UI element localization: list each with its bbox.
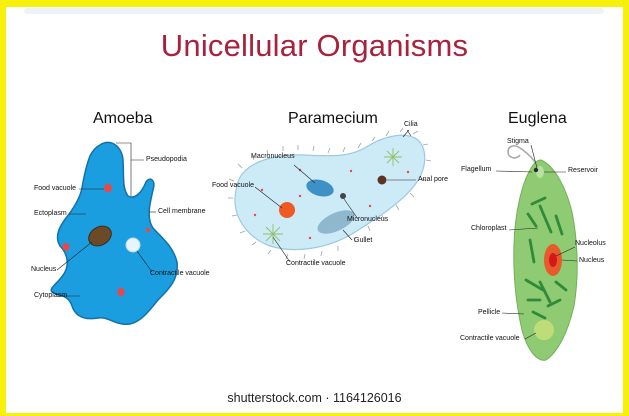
amoeba-food-vacuole [118, 288, 125, 297]
label-cilia: Cilia [404, 121, 418, 128]
label-nucleolus: Nucleolus [575, 240, 606, 247]
label-ectoplasm: Ectoplasm [34, 210, 67, 217]
label-euglena-nucleus: Nucleus [579, 257, 604, 264]
amoeba-illustration [51, 142, 177, 324]
euglena-stigma [534, 168, 538, 172]
label-anal-pore: Anal pore [418, 176, 448, 183]
label-flagellum: Flagellum [461, 166, 491, 173]
paramecium-name: Paramecium [288, 110, 378, 128]
amoeba-contractile-vacuole [126, 238, 140, 252]
amoeba-food-vacuole [63, 243, 70, 251]
label-amoeba-contractile-vacuole: Contractile vacuole [150, 270, 210, 277]
euglena-nucleolus [549, 253, 557, 267]
paramecium-food-vacuole [279, 202, 295, 218]
amoeba-food-vacuole [146, 228, 150, 233]
label-cell-membrane: Cell membrane [158, 208, 205, 215]
label-chloroplast: Chloroplast [471, 225, 506, 232]
label-micronucleus: Micronucleus [347, 216, 388, 223]
label-amoeba-nucleus: Nucleus [31, 266, 56, 273]
amoeba-name: Amoeba [93, 110, 153, 128]
watermark-caption: shutterstock.com · 1164126016 [0, 391, 629, 405]
label-amoeba-food-vacuole: Food vacuole [34, 185, 76, 192]
amoeba-food-vacuole [104, 184, 112, 193]
label-euglena-contractile-vacuole: Contractile vacuole [460, 335, 520, 342]
paramecium-anal-pore [378, 176, 387, 185]
label-macronucleus: Macronucleus [251, 153, 295, 160]
paramecium-micronucleus [340, 193, 346, 199]
label-stigma: Stigma [507, 138, 529, 145]
paramecium-illustration [228, 128, 431, 262]
label-pseudopodia: Pseudopodia [146, 156, 187, 163]
label-reservoir: Reservoir [568, 167, 598, 174]
label-pellicle: Pellicle [478, 309, 500, 316]
label-paramecium-contractile-vacuole: Contractile vacuole [286, 260, 346, 267]
label-cytoplasm: Cytoplasm [34, 292, 67, 299]
label-gullet: Gullet [354, 237, 372, 244]
amoeba-cell-body [51, 142, 177, 324]
euglena-name: Euglena [508, 110, 567, 128]
label-paramecium-food-vacuole: Food vacuole [212, 182, 254, 189]
euglena-illustration [496, 145, 577, 360]
euglena-contractile-vacuole [534, 320, 554, 340]
